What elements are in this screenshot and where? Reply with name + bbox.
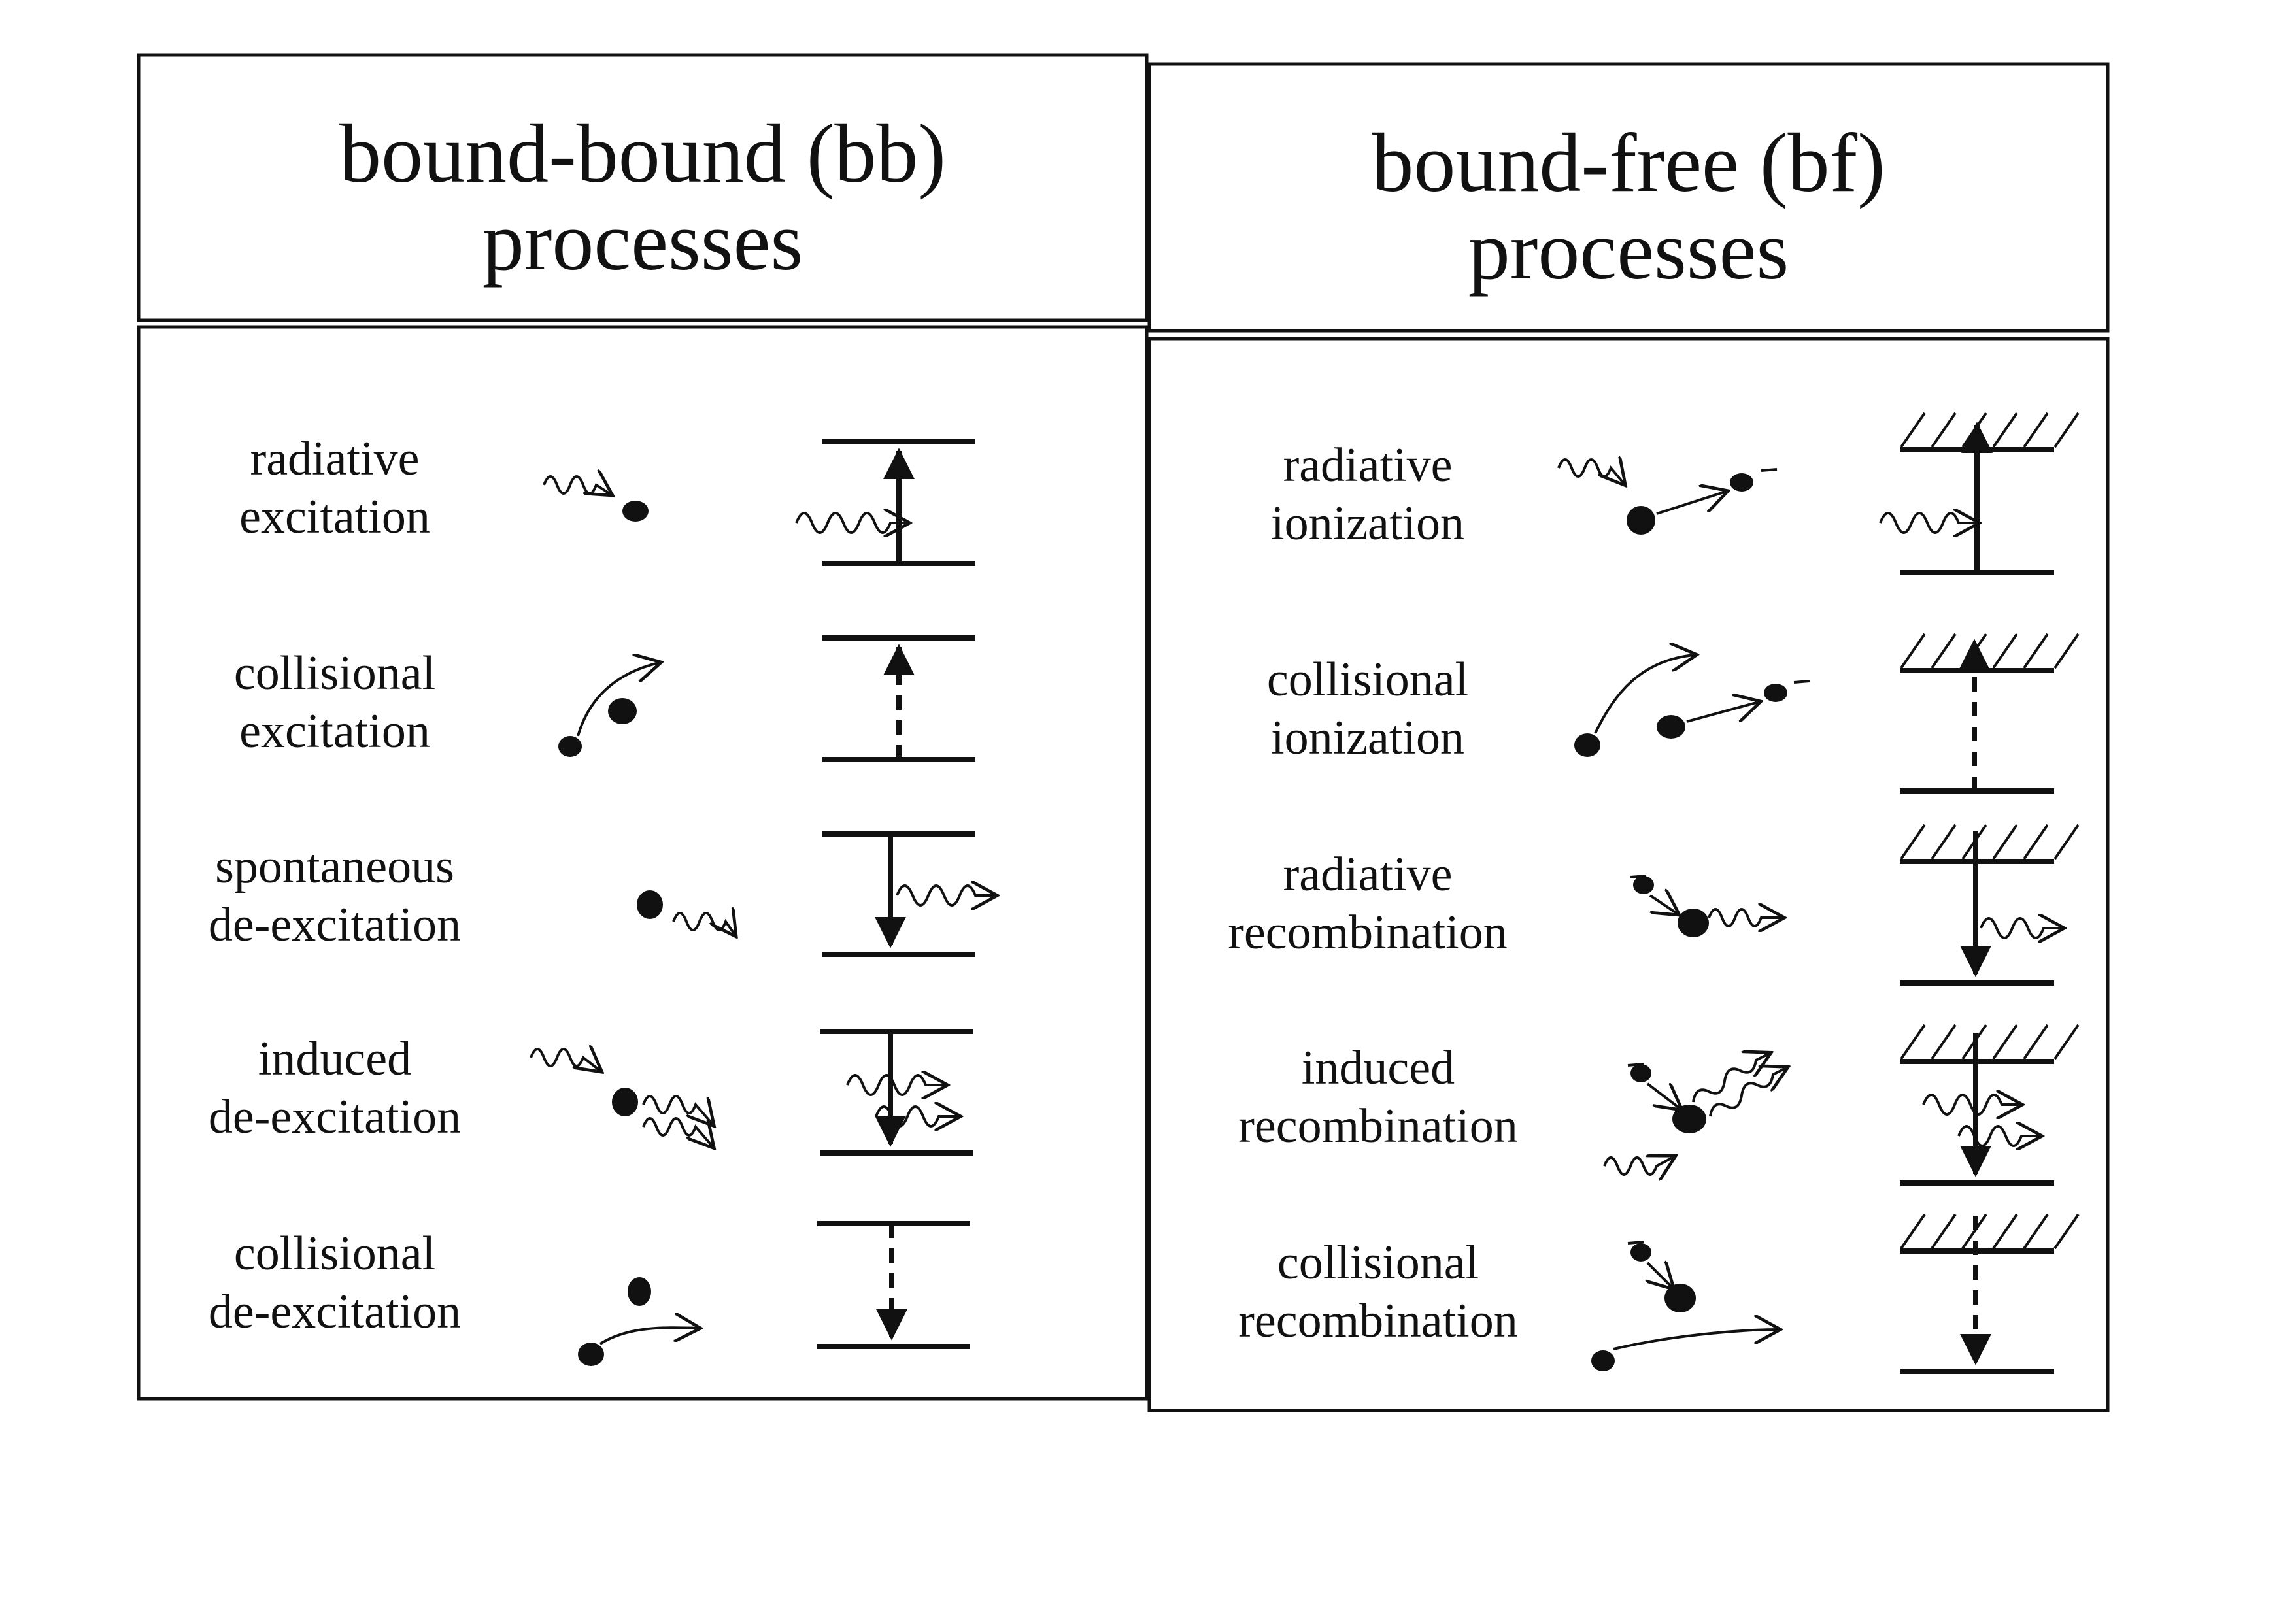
- bf-sketch-collisional-ionization: [1574, 655, 1810, 757]
- bf-process-label: induced recombination: [1195, 1039, 1561, 1156]
- bb-process-label: spontaneous de-excitation: [152, 838, 518, 954]
- bf-process-label: collisional recombination: [1195, 1234, 1561, 1350]
- bf-level-diagram-radiative-recombination: [1900, 824, 2080, 986]
- bb-header: bound-bound (bb) processes: [139, 110, 1147, 286]
- bb-process-label: collisional excitation: [152, 644, 518, 761]
- bf-process-label-line1: radiative: [1283, 848, 1453, 901]
- bb-process-label: induced de-excitation: [152, 1030, 518, 1146]
- bb-process-label-line2: de-excitation: [208, 897, 462, 952]
- bf-process-label-line2: ionization: [1271, 710, 1464, 765]
- bb-level-diagrams: [795, 439, 995, 1349]
- bf-process-label-line1: collisional: [1277, 1236, 1479, 1290]
- bb-process-label: collisional de-excitation: [152, 1225, 518, 1341]
- bb-level-diagram-radiative-excitation: [795, 439, 975, 566]
- bf-body-box: [1147, 337, 2110, 1412]
- bb-process-label-line2: de-excitation: [208, 1284, 462, 1339]
- bf-level-diagram-collisional-ionization: [1900, 633, 2080, 794]
- bf-level-diagrams: [1879, 412, 2080, 1374]
- bf-sketch-radiative-recombination: [1630, 875, 1782, 937]
- bb-process-label-line1: induced: [258, 1032, 412, 1086]
- bf-header-box: [1147, 62, 2110, 333]
- bf-header: bound-free (bf) processes: [1149, 119, 2108, 295]
- bf-sketch-collisional-recombination: [1591, 1241, 1778, 1371]
- bf-header-line1: bound-free (bf): [1372, 116, 1885, 209]
- bb-process-label-line2: excitation: [239, 704, 430, 758]
- bf-sketch-induced-recombination: [1603, 1054, 1786, 1175]
- bf-process-label: radiative ionization: [1185, 437, 1551, 553]
- bb-header-box: [137, 53, 1149, 322]
- bf-level-diagram-collisional-recombination: [1900, 1213, 2080, 1374]
- bf-process-label-line2: ionization: [1271, 496, 1464, 550]
- bb-level-diagram-spontaneous-de-excitation: [822, 831, 995, 957]
- bf-header-line2: processes: [1468, 204, 1789, 297]
- bb-process-label-line2: excitation: [239, 490, 430, 544]
- bf-process-label-line2: recombination: [1238, 1099, 1518, 1153]
- bb-process-label: radiative excitation: [152, 430, 518, 546]
- bb-header-line2: processes: [482, 195, 803, 288]
- bf-level-diagram-radiative-ionization: [1879, 412, 2080, 575]
- bb-body-box: [137, 325, 1149, 1401]
- bb-level-diagram-induced-de-excitation: [820, 1029, 973, 1156]
- bf-process-label-line1: collisional: [1266, 653, 1469, 707]
- bb-sketch-radiative-excitation: [543, 476, 649, 522]
- bf-sketch-radiative-ionization: [1557, 460, 1778, 535]
- bb-sketch-collisional-de-excitation: [578, 1277, 698, 1366]
- bf-process-label-line2: recombination: [1228, 905, 1508, 960]
- bb-process-label-line1: spontaneous: [215, 840, 454, 894]
- bb-level-diagram-collisional-excitation: [822, 635, 975, 762]
- bf-process-label: collisional ionization: [1185, 651, 1551, 767]
- bb-sketch-induced-de-excitation: [530, 1049, 713, 1146]
- bb-level-diagram-collisional-de-excitation: [817, 1221, 970, 1349]
- bf-process-label: radiative recombination: [1185, 846, 1551, 962]
- bb-process-label-line2: de-excitation: [208, 1090, 462, 1144]
- bb-sketch-spontaneous-de-excitation: [637, 890, 735, 935]
- bf-particle-sketches: [1557, 460, 1810, 1371]
- bb-sketch-collisional-excitation: [558, 663, 659, 757]
- bb-process-label-line1: radiative: [250, 432, 420, 486]
- table-frame: [137, 53, 2110, 1412]
- bb-process-label-line1: collisional: [233, 646, 436, 700]
- bf-process-label-line1: induced: [1301, 1041, 1455, 1095]
- bb-particle-sketches: [530, 476, 735, 1366]
- bb-header-line1: bound-bound (bb): [339, 107, 946, 200]
- bb-process-label-line1: collisional: [233, 1227, 436, 1280]
- bf-level-diagram-induced-recombination: [1900, 1024, 2080, 1186]
- bf-process-label-line2: recombination: [1238, 1294, 1518, 1348]
- bf-process-label-line1: radiative: [1283, 439, 1453, 492]
